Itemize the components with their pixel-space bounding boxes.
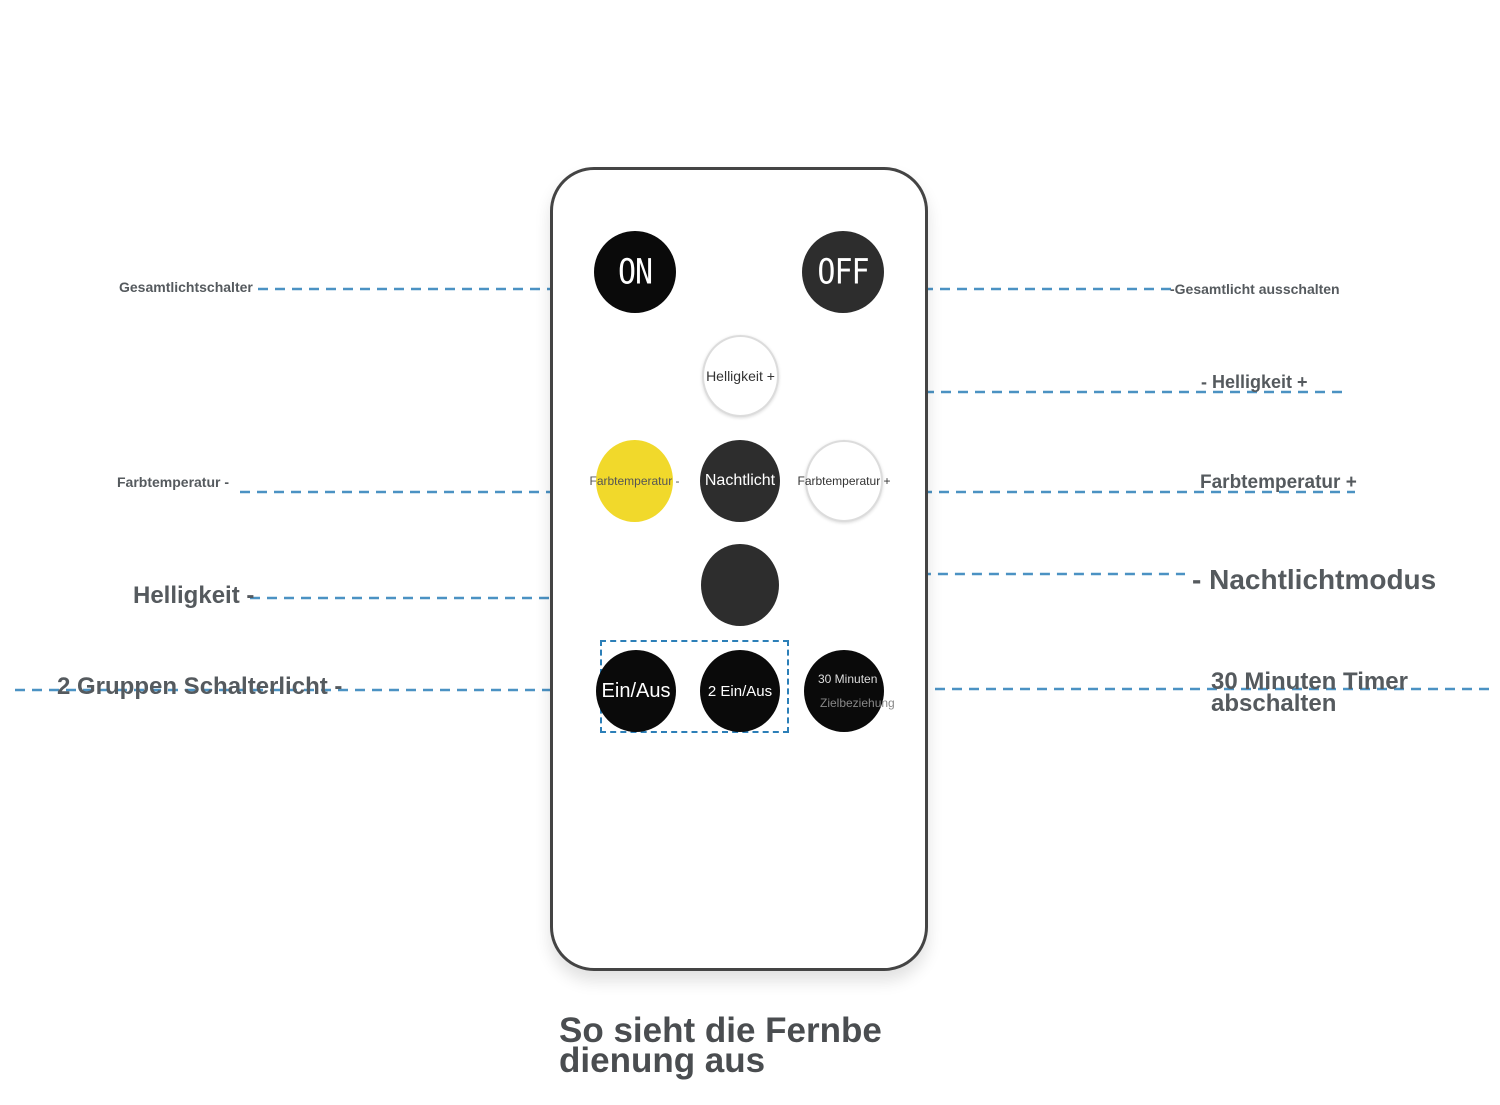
caption-line2: dienung aus [559,1041,766,1080]
callout-color-temp-up: Farbtemperatur + [1200,472,1357,493]
color-temp-down-button-label: Farbtemperatur - [589,474,680,488]
group1-onoff-button-label: Ein/Aus [601,679,671,702]
night-light-button-label: Nachtlicht [704,472,776,489]
color-temp-up-button-label: Farbtemperatur + [797,474,891,488]
callout-timer-line2: abschalten [1211,690,1337,717]
callout-master-off: -Gesamtlicht ausschalten [1170,281,1340,297]
timer-button[interactable]: 30 Minuten Zielbeziehung [804,650,895,732]
off-button-label: OFF [817,251,869,293]
brightness-up-button-label: Helligkeit + [706,368,775,384]
timer-button-label-line1: 30 Minuten [818,672,878,686]
callout-brightness-up: - Helligkeit + [1201,372,1308,392]
off-button[interactable]: OFF [802,231,884,313]
caption-line1: So sieht die Fernbe [559,1011,882,1050]
color-temp-down-button[interactable]: Farbtemperatur - [589,440,680,522]
brightness-down-button[interactable] [701,544,779,626]
color-temp-up-button[interactable]: Farbtemperatur + [797,440,891,522]
on-button[interactable]: ON [594,231,676,313]
group1-onoff-button[interactable]: Ein/Aus [596,650,676,732]
on-button-label: ON [617,251,653,293]
brightness-up-button[interactable]: Helligkeit + [702,335,779,417]
callout-timer-line1: 30 Minuten Timer [1211,668,1408,695]
night-light-button[interactable]: Nachtlicht [700,440,780,522]
callout-timer: 30 Minuten Timer abschalten [1211,668,1408,717]
caption: So sieht die Fernbe dienung aus [559,1011,919,1080]
group2-onoff-button-label: 2 Ein/Aus [707,682,773,700]
group2-onoff-button[interactable]: 2 Ein/Aus [700,650,780,732]
callout-brightness-down: Helligkeit - [133,582,255,609]
callout-color-temp-down: Farbtemperatur - [117,474,230,490]
callout-night-mode: - Nachtlichtmodus [1192,564,1437,595]
callout-group-switch: 2 Gruppen Schalterlicht - [57,673,343,700]
timer-button-label-line2: Zielbeziehung [820,696,895,710]
callout-master-switch: Gesamtlicht­schalter [119,279,253,295]
